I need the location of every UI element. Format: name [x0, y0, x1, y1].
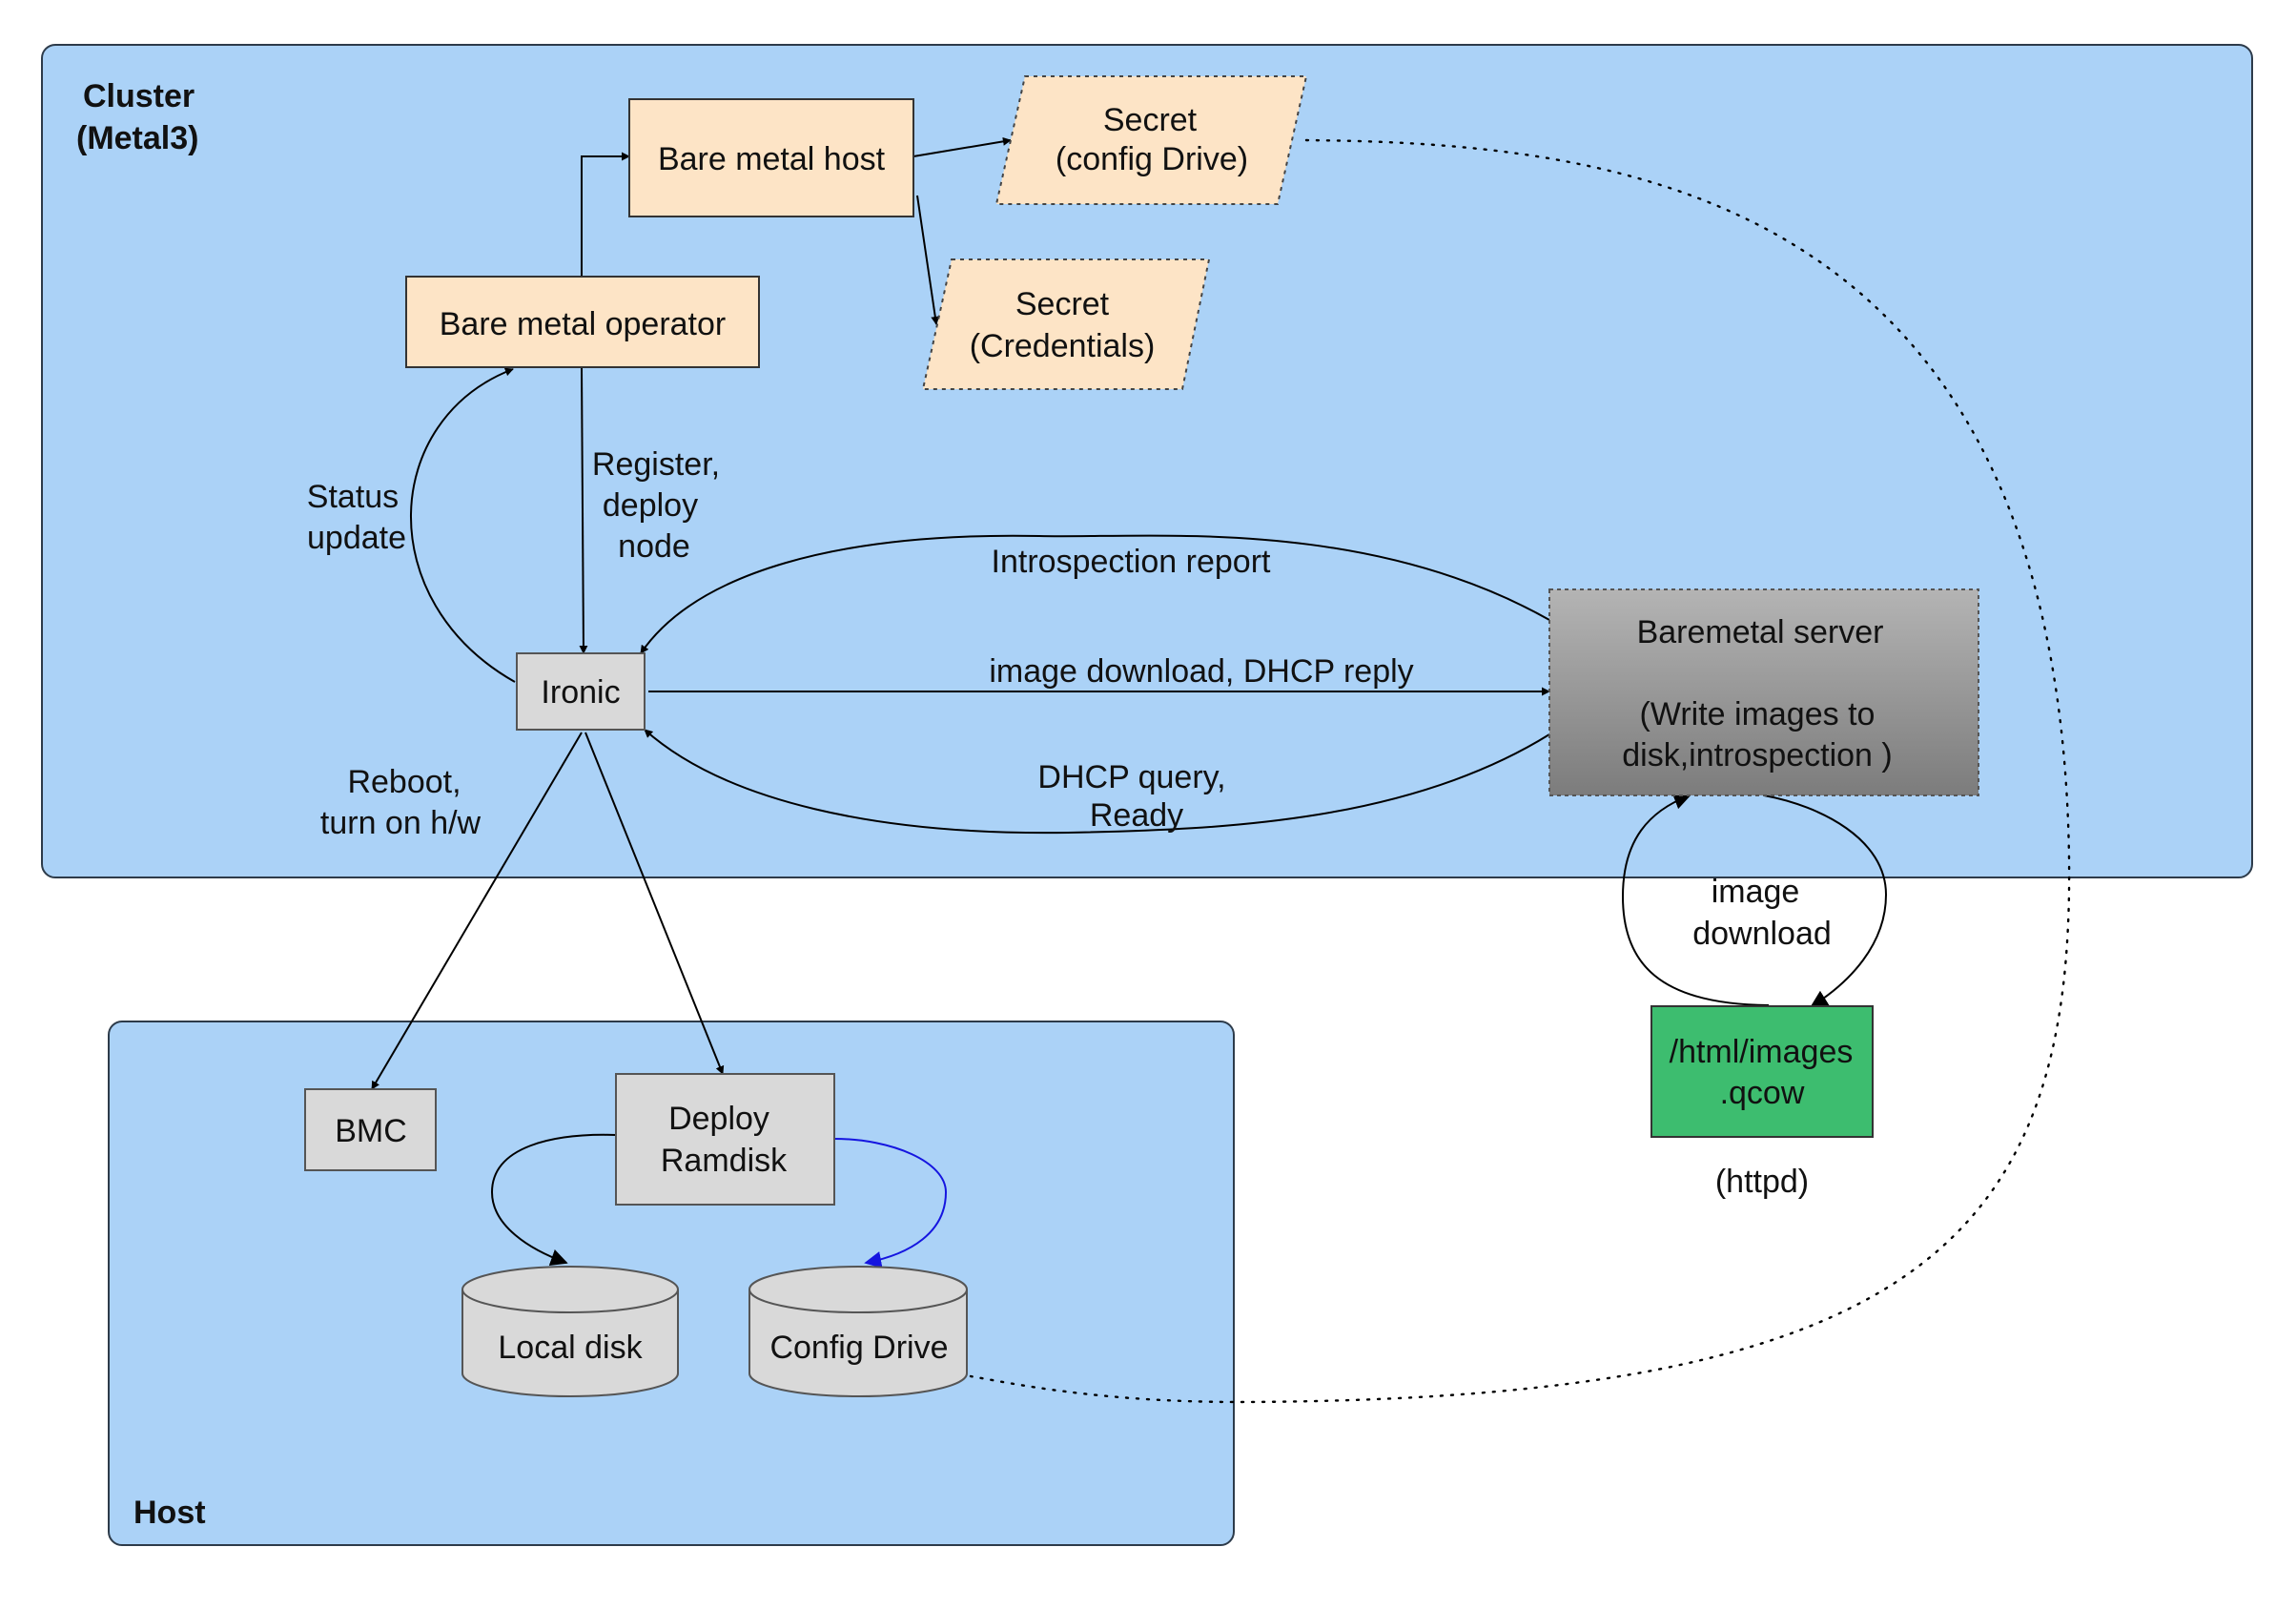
edge-host-to-secret-config: [912, 136, 1012, 157]
edge-ironic-to-ramdisk: [584, 732, 725, 1075]
cluster-sublabel: (Metal3): [76, 120, 198, 156]
config-drive-node: Config Drive: [748, 1266, 968, 1397]
host-label: Host: [133, 1495, 206, 1531]
images-qcow-path: /html/images: [1670, 1034, 1854, 1070]
edge-register-deploy: [579, 366, 588, 654]
images-qcow-node: /html/images .qcow: [1650, 1005, 1874, 1138]
reboot-label-line2: turn on h/w: [320, 805, 482, 841]
edge-host-to-secret-credentials: [916, 195, 940, 325]
secret-credentials-title: Secret: [1015, 286, 1110, 322]
ironic-label: Ironic: [541, 674, 620, 711]
baremetal-server-desc-line2: disk,introspection ): [1622, 737, 1892, 774]
bmc-node: BMC: [304, 1088, 437, 1171]
dhcp-query-label-line2: Ready: [1090, 797, 1183, 834]
image-download-dhcp-label: image download, DHCP reply: [989, 653, 1413, 690]
baremetal-server-node: Baremetal server (Write images to disk,i…: [1548, 588, 1979, 796]
bare-metal-operator-label: Bare metal operator: [440, 306, 727, 342]
bare-metal-host-label: Bare metal host: [658, 141, 886, 177]
bare-metal-host-node: Bare metal host: [628, 98, 914, 217]
edge-ramdisk-to-config-drive: [833, 1138, 948, 1269]
edge-status-update: [410, 367, 516, 683]
secret-config-drive-title: Secret: [1103, 102, 1198, 138]
edge-ironic-to-bmc: [371, 732, 583, 1090]
secret-credentials-subtitle: (Credentials): [970, 328, 1156, 364]
register-deploy-label-line3: node: [618, 528, 690, 565]
status-update-label-line1: Status: [307, 479, 399, 515]
image-download-label-line1: image: [1712, 874, 1800, 910]
deploy-ramdisk-title: Deploy: [668, 1101, 769, 1137]
baremetal-server-title: Baremetal server: [1637, 614, 1884, 650]
status-update-label-line2: update: [307, 520, 406, 556]
edge-qcow-to-server: [1621, 793, 1770, 1006]
edge-server-to-qcow: [1763, 794, 1888, 1007]
baremetal-server-desc-line1: (Write images to: [1640, 696, 1876, 732]
edge-introspection-report: [640, 534, 1550, 654]
secret-config-drive-node: Secret (config Drive): [994, 75, 1308, 205]
httpd-label: (httpd): [1715, 1164, 1809, 1200]
config-drive-label: Config Drive: [769, 1330, 948, 1366]
edge-operator-to-host: [581, 152, 630, 277]
register-deploy-label-line1: Register,: [592, 446, 720, 483]
bare-metal-operator-node: Bare metal operator: [405, 276, 760, 368]
local-disk-label: Local disk: [498, 1330, 643, 1366]
image-download-label-line2: download: [1692, 916, 1832, 952]
register-deploy-label-line2: deploy: [603, 487, 698, 524]
secret-config-drive-subtitle: (config Drive): [1056, 141, 1248, 177]
ironic-node: Ironic: [516, 652, 646, 731]
introspection-report-label: Introspection report: [992, 544, 1271, 580]
edge-dhcp-query: [644, 729, 1550, 835]
reboot-label-line1: Reboot,: [347, 764, 461, 800]
secret-credentials-node: Secret (Credentials): [921, 258, 1211, 390]
cluster-label: Cluster: [83, 78, 195, 114]
dhcp-query-label-line1: DHCP query,: [1037, 759, 1225, 795]
local-disk-node: Local disk: [461, 1266, 679, 1397]
bmc-label: BMC: [335, 1113, 407, 1149]
images-qcow-extension: .qcow: [1720, 1075, 1805, 1111]
deploy-ramdisk-subtitle: Ramdisk: [661, 1143, 788, 1179]
deploy-ramdisk-node: Deploy Ramdisk: [615, 1073, 835, 1206]
edge-ramdisk-to-local-disk: [490, 1133, 617, 1266]
